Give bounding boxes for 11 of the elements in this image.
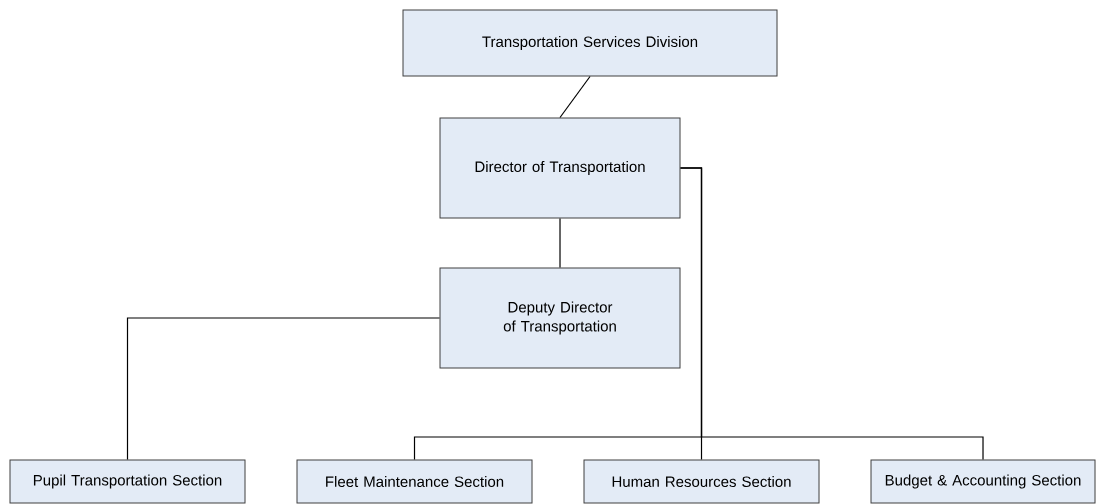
org-box: Deputy Director of Transportation xyxy=(439,267,681,369)
connector-line xyxy=(126,317,441,461)
org-box: Transportation Services Division xyxy=(402,9,778,77)
org-box: Director of Transportation xyxy=(439,117,681,219)
org-box: Pupil Transportation Section xyxy=(9,459,246,504)
connector-line xyxy=(559,75,591,119)
org-box: Fleet Maintenance Section xyxy=(296,459,533,504)
connector-line xyxy=(559,217,561,269)
org-box: Human Resources Section xyxy=(583,459,820,504)
connector-line xyxy=(679,167,984,461)
org-box: Budget & Accounting Section xyxy=(870,459,1096,504)
